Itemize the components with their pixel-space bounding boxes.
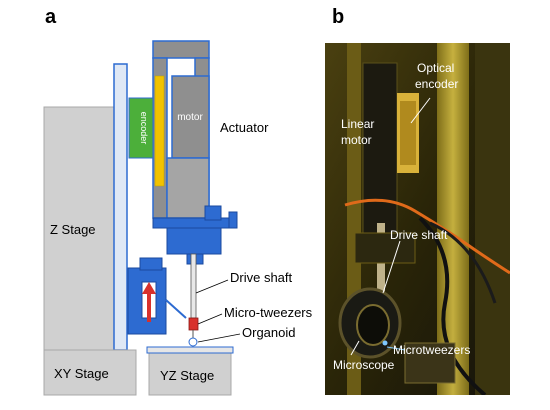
photo-microtweezers-label: Microtweezers [393, 343, 470, 357]
vertical-plate [113, 63, 128, 351]
panel-b-label: b [332, 6, 345, 28]
micro-tweezers-label: Micro-tweezers [224, 305, 313, 320]
xy-stage-block [43, 349, 137, 396]
motor-block [171, 75, 210, 159]
photo-black-wire [418, 216, 487, 395]
red-arrow-head [142, 282, 156, 294]
actuator-label: Actuator [220, 120, 269, 135]
shaft-holder [166, 227, 222, 255]
photo-microscope-inner [356, 304, 390, 346]
organoid-label: Organoid [242, 325, 295, 340]
yz-stage-block [148, 349, 232, 396]
photo-encoder-leader [410, 97, 431, 124]
actuator-top-cap [152, 40, 210, 59]
motor-label: motor [177, 112, 203, 123]
photo-drive-shaft-label: Drive shaft [390, 228, 448, 242]
photo-optical-encoder-label-1: Optical [417, 61, 454, 75]
clamp-connector [165, 299, 187, 319]
z-stage-block [43, 106, 115, 351]
photo-black-wire-2 [429, 221, 497, 304]
carriage-knob [204, 205, 222, 221]
photo-microtweezers-leader [386, 346, 406, 351]
photo-optical-encoder-label-2: encoder [415, 77, 458, 91]
micro-tweezers-leader [197, 313, 223, 325]
organoid-leader [197, 333, 241, 343]
encoder-scale-strip [154, 75, 165, 187]
photo-right-frame [437, 43, 469, 395]
photo-right-edge [475, 43, 510, 395]
carriage-plate [152, 217, 236, 229]
drive-shaft [190, 253, 197, 319]
photo-drive-shaft-leader [382, 240, 401, 294]
photo-bottom-gear [404, 342, 456, 384]
photo-encoder-chip [400, 101, 416, 165]
organoid [188, 337, 198, 347]
encoder-label: encoder [139, 112, 149, 145]
yz-stage-label: YZ Stage [160, 368, 214, 383]
actuator-lower [166, 157, 210, 219]
sample-plate [146, 346, 234, 354]
photo-microtweezers-dot [382, 340, 388, 346]
xy-stage-label: XY Stage [54, 366, 109, 381]
photo-microscope-leader [350, 340, 360, 356]
photo-drive-shaft [377, 223, 385, 333]
photo-linear-motor-label-1: Linear [341, 117, 374, 131]
photo-microscope-label: Microscope [333, 358, 395, 372]
panel-a-diagram: Z Stage XY Stage YZ Stage encoder motor … [43, 40, 313, 396]
photo-linear-motor-label-2: motor [341, 133, 372, 147]
photo-carriage [354, 232, 416, 264]
photo-orange-wire [344, 198, 510, 275]
tweezer-tip [188, 317, 199, 331]
drive-shaft-label: Drive shaft [230, 270, 293, 285]
clamp-top [139, 257, 163, 271]
panel-a-label: a [45, 6, 57, 28]
drive-shaft-leader [195, 279, 229, 294]
panel-b-photo: Linear motor Optical encoder Drive shaft… [325, 43, 510, 395]
z-stage-label: Z Stage [50, 222, 96, 237]
carriage-end [228, 211, 238, 229]
encoder-block [128, 97, 154, 159]
